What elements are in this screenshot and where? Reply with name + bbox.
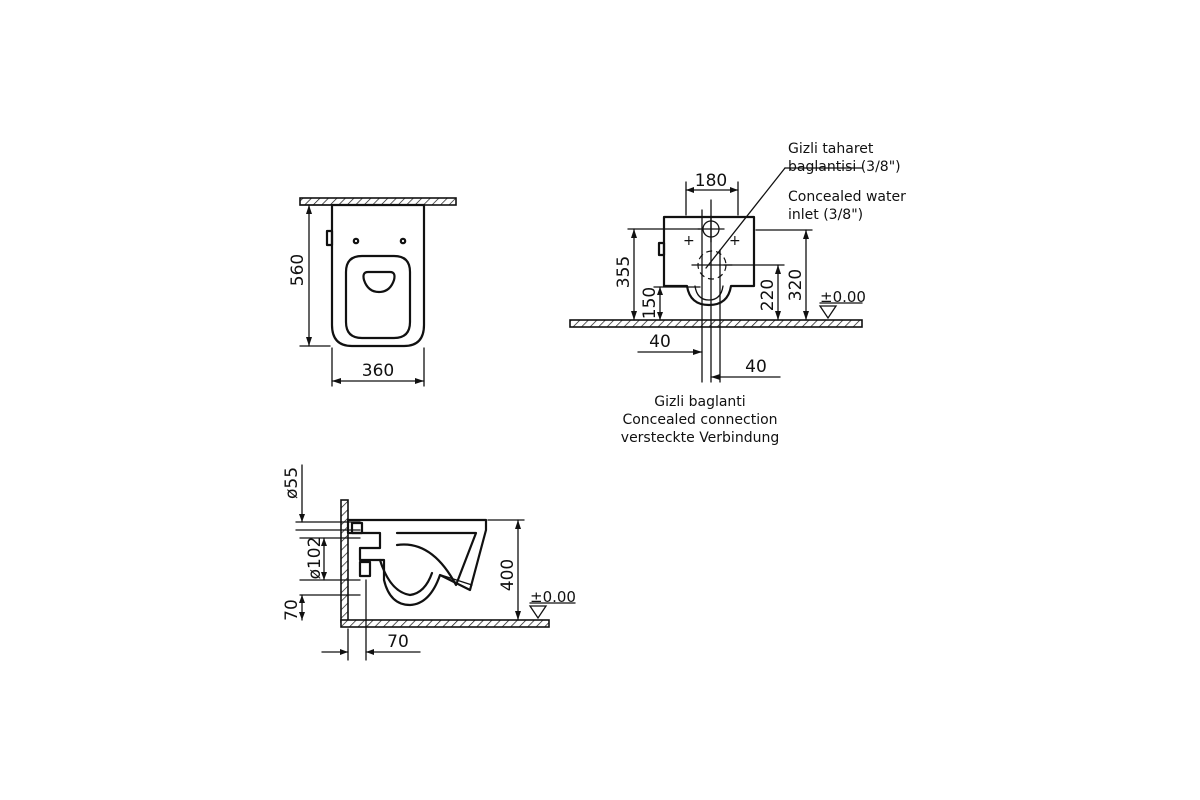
floor-side-view <box>340 619 550 628</box>
dim-d102: ø102 <box>305 537 325 580</box>
seat-outline-top <box>344 254 412 340</box>
fixing-mark-left: + <box>683 233 695 249</box>
outlet-side <box>358 560 372 578</box>
level-front: ±0.00 <box>820 288 866 306</box>
wall-side-view <box>340 499 349 623</box>
note-connection-en: Concealed connection <box>622 412 777 428</box>
front-view: + + 180 355 150 220 <box>569 141 906 446</box>
note-inlet-en-1: Concealed water <box>788 189 906 205</box>
dim-355: 355 <box>614 256 634 288</box>
dim-220: 220 <box>758 279 778 311</box>
note-connection-tr: Gizli baglanti <box>654 394 745 410</box>
side-lug-front <box>657 241 666 257</box>
level-triangle-side <box>528 605 548 620</box>
fixing-hole-left <box>352 237 360 245</box>
dim-70-vertical: 70 <box>282 599 302 621</box>
dim-560: 560 <box>288 254 308 286</box>
floor-front-view <box>569 319 863 328</box>
note-inlet-en-2: inlet (3/8") <box>788 207 863 223</box>
dim-360: 360 <box>362 361 394 381</box>
level-triangle-front <box>818 305 838 320</box>
dim-70-horizontal: 70 <box>387 632 409 652</box>
dim-40-right: 40 <box>745 357 767 377</box>
dim-150: 150 <box>640 287 660 319</box>
level-side: ±0.00 <box>530 588 576 606</box>
dim-d55: ø55 <box>282 467 302 499</box>
toilet-outline-front <box>662 215 756 307</box>
note-connection-de: versteckte Verbindung <box>621 430 779 446</box>
dim-320: 320 <box>786 269 806 301</box>
toilet-outline-top <box>330 203 426 348</box>
dim-40-left: 40 <box>649 332 671 352</box>
inlet-side <box>350 521 364 535</box>
side-lug-top <box>325 229 334 247</box>
note-inlet-tr-1: Gizli taharet <box>788 141 874 157</box>
leader-line <box>705 167 786 269</box>
note-inlet-tr-2: baglantisi (3/8") <box>788 159 901 175</box>
toilet-outline-side <box>346 518 488 607</box>
dim-180: 180 <box>695 171 727 191</box>
bowl-opening-top <box>362 270 396 294</box>
dim-400: 400 <box>498 559 518 591</box>
fixing-mark-right: + <box>729 233 741 249</box>
fixing-hole-right <box>399 237 407 245</box>
side-view: ø55 ø102 70 70 400 ±0.00 <box>282 464 576 661</box>
top-view: 560 360 <box>288 197 457 387</box>
